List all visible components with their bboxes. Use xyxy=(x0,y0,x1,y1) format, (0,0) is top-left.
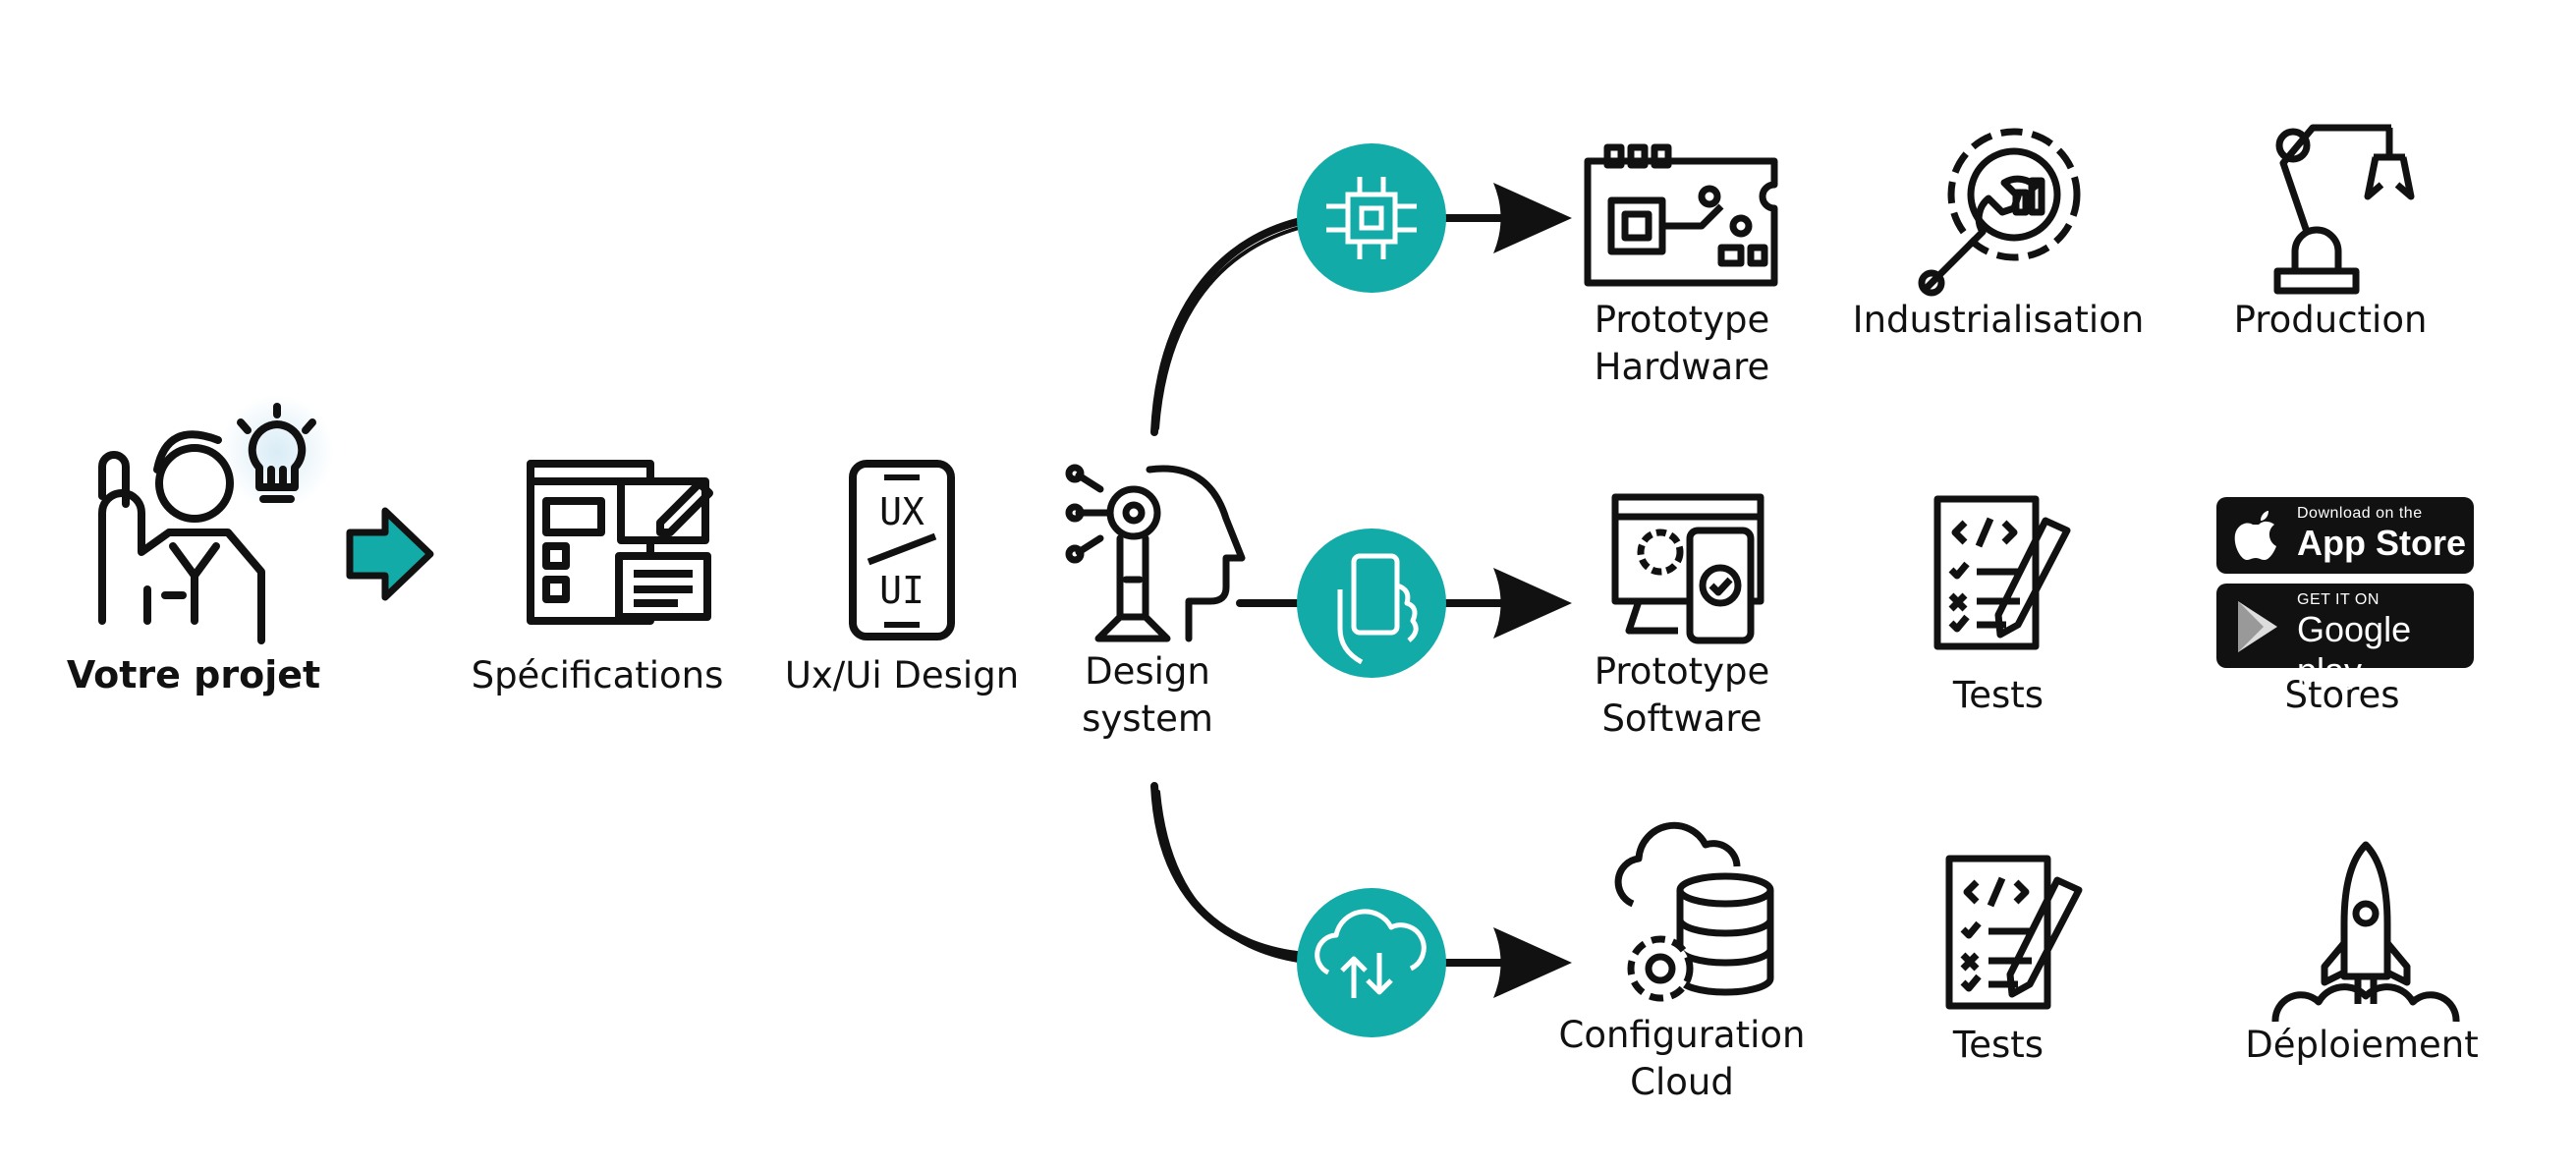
sw-step3-label: Stores xyxy=(2284,674,2399,716)
google-play-badge[interactable]: GET IT ON Google play xyxy=(2216,584,2474,691)
sw-prototype-line1: Prototype xyxy=(1595,650,1770,693)
arrow-right-icon xyxy=(346,507,434,601)
app-store-big-text: App Store xyxy=(2297,523,2467,563)
phone-uxui-icon: UX UI xyxy=(849,460,955,640)
apple-icon xyxy=(2234,511,2276,560)
app-store-badge[interactable]: Download on the App Store xyxy=(2216,497,2474,574)
cloud-step3-label: Déploiement xyxy=(2245,1024,2478,1066)
sw-prototype-line2: Software xyxy=(1601,697,1762,740)
hw-prototype-line2: Hardware xyxy=(1595,346,1770,388)
sw-step2-label: Tests xyxy=(1952,674,2044,716)
step-label-specs: Spécifications xyxy=(472,654,724,696)
cloud-prototype-line1: Configuration xyxy=(1559,1014,1806,1056)
hw-step3-label: Production xyxy=(2234,299,2428,341)
code-checklist-icon xyxy=(1945,855,2083,1010)
uxui-icon-bottom-text: UI xyxy=(879,569,924,612)
ai-head-icon xyxy=(1065,464,1246,642)
phone-hand-icon xyxy=(1297,529,1446,678)
google-play-icon xyxy=(2238,601,2277,652)
cloud-sync-icon xyxy=(1297,888,1446,1037)
gear-wrench-icon xyxy=(1918,128,2081,297)
cloud-database-icon xyxy=(1614,821,1774,1002)
chip-icon xyxy=(1297,143,1446,293)
step-label-design-system-2: system xyxy=(1082,697,1213,740)
step-label-uxui: Ux/Ui Design xyxy=(785,654,1019,696)
circuit-board-icon xyxy=(1584,143,1778,287)
cloud-step2-label: Tests xyxy=(1952,1024,2044,1066)
specifications-icon xyxy=(527,460,713,625)
code-checklist-icon xyxy=(1933,495,2071,650)
robot-arm-icon xyxy=(2273,124,2415,295)
person-idea-icon xyxy=(98,395,334,644)
google-play-big-text: Google play xyxy=(2297,609,2412,691)
rocket-icon xyxy=(2271,841,2460,1023)
hw-step2-label: Industrialisation xyxy=(1853,299,2145,341)
start-label: Votre projet xyxy=(67,653,320,696)
devices-icon xyxy=(1611,493,1764,644)
step-label-design-system-1: Design xyxy=(1085,650,1210,693)
branch-connectors xyxy=(1150,214,1507,967)
google-play-small-text: GET IT ON xyxy=(2297,591,2380,608)
uxui-icon-top-text: UX xyxy=(879,490,924,533)
app-store-small-text: Download on the xyxy=(2297,505,2423,522)
branch-arrowheads xyxy=(1493,183,1572,998)
hw-prototype-line1: Prototype xyxy=(1595,299,1770,341)
cloud-prototype-line2: Cloud xyxy=(1630,1061,1734,1103)
